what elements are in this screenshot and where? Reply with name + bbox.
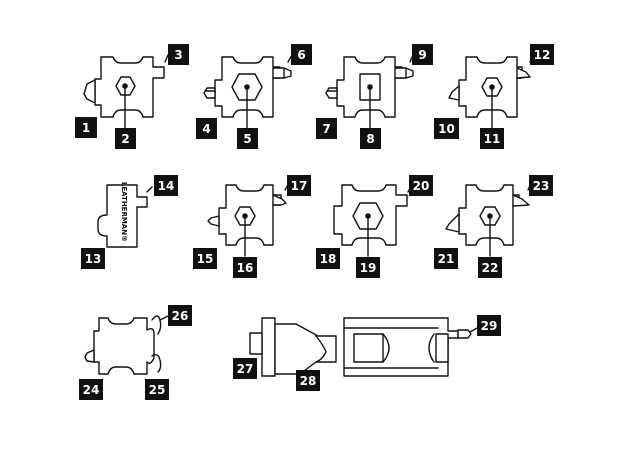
badge-4: 4 [196, 118, 217, 139]
part-hex-holder-1 [83, 54, 169, 129]
badge-label: 9 [418, 48, 426, 62]
badge-8: 8 [360, 128, 381, 149]
badge-18: 18 [316, 248, 340, 269]
part-square-holder [325, 54, 414, 129]
badge-label: 25 [149, 383, 166, 397]
badge-10: 10 [434, 118, 459, 139]
badge-7: 7 [316, 118, 337, 139]
badge-label: 2 [121, 132, 129, 146]
badge-label: 13 [85, 252, 102, 266]
badge-3: 3 [168, 44, 189, 65]
badge-label: 12 [534, 48, 551, 62]
badge-1: 1 [75, 117, 97, 138]
badge-label: 23 [533, 179, 550, 193]
badge-26: 26 [168, 305, 192, 326]
part-hex-holder-6 [445, 182, 532, 257]
badge-28: 28 [296, 370, 320, 391]
badge-19: 19 [356, 257, 380, 278]
badge-13: 13 [81, 248, 105, 269]
badge-24: 24 [79, 379, 103, 400]
badge-label: 15 [197, 252, 214, 266]
badge-12: 12 [530, 44, 554, 65]
badge-label: 11 [484, 132, 501, 146]
badge-22: 22 [478, 257, 502, 278]
badge-11: 11 [480, 128, 504, 149]
badge-9: 9 [412, 44, 433, 65]
part-hex-holder-4 [207, 182, 290, 257]
part-hook-holder [84, 315, 169, 375]
badge-29: 29 [477, 315, 501, 336]
badge-14: 14 [154, 175, 178, 196]
badge-2: 2 [115, 128, 136, 149]
badge-label: 1 [82, 121, 90, 135]
part-hex-holder-2 [203, 54, 293, 129]
badge-5: 5 [237, 128, 258, 149]
badge-label: 5 [243, 132, 251, 146]
part-hex-holder-3 [448, 54, 534, 129]
badge-label: 10 [438, 122, 455, 136]
badge-label: 4 [202, 122, 210, 136]
badge-21: 21 [434, 248, 458, 269]
part-hex-holder-5 [333, 184, 413, 257]
badge-27: 27 [233, 358, 257, 379]
badge-label: 18 [320, 252, 337, 266]
badge-label: 17 [291, 179, 308, 193]
badge-label: 8 [366, 132, 374, 146]
badge-16: 16 [233, 257, 257, 278]
badge-20: 20 [409, 175, 433, 196]
badge-25: 25 [145, 379, 169, 400]
part-brand-plate: LEATHERMAN® [97, 182, 153, 248]
badge-label: 19 [360, 261, 377, 275]
badge-6: 6 [291, 44, 312, 65]
badge-label: 3 [174, 48, 182, 62]
badge-label: 20 [413, 179, 430, 193]
part-driver-bar [249, 317, 480, 377]
badge-23: 23 [529, 175, 553, 196]
badge-label: 22 [482, 261, 499, 275]
badge-label: 21 [438, 252, 455, 266]
badge-label: 7 [322, 122, 330, 136]
badge-label: 24 [83, 383, 100, 397]
badge-15: 15 [193, 248, 217, 269]
badge-label: 16 [237, 261, 254, 275]
badge-label: 28 [300, 374, 317, 388]
badge-label: 29 [481, 319, 498, 333]
badge-label: 27 [237, 362, 254, 376]
badge-17: 17 [287, 175, 311, 196]
badge-label: 14 [158, 179, 175, 193]
brand-engraving: LEATHERMAN® [120, 182, 128, 242]
badge-label: 26 [172, 309, 189, 323]
badge-label: 6 [297, 48, 305, 62]
